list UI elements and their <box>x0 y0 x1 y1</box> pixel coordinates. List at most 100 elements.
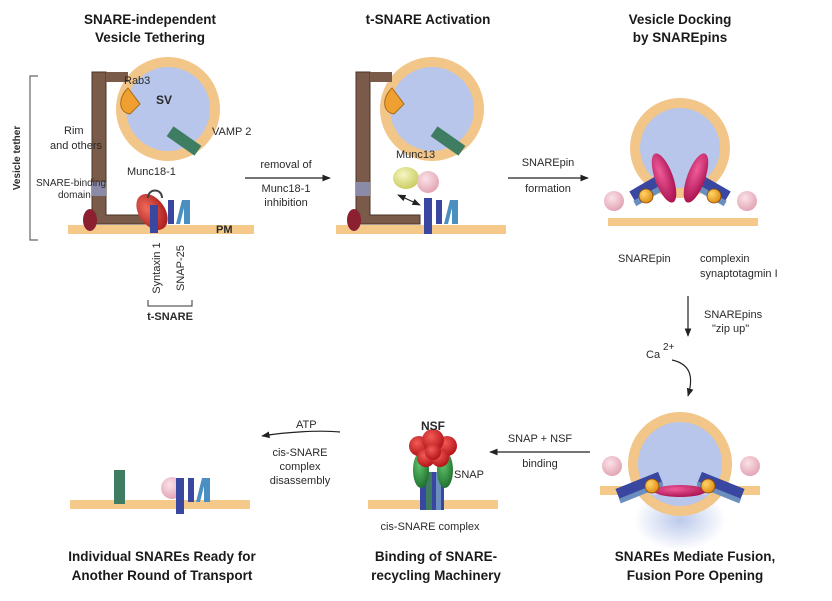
cis-snare-helix <box>436 472 441 510</box>
panel-title: recycling Machinery <box>371 568 501 583</box>
sv-label: SV <box>156 93 172 107</box>
arrow-label: disassembly <box>270 475 331 487</box>
nsf-subunit <box>425 444 441 460</box>
pink-protein <box>740 456 760 476</box>
snap25-helix <box>176 200 186 224</box>
arrow-label: removal of <box>260 159 312 171</box>
panel-title: by SNAREpins <box>633 30 728 45</box>
arrow-label: inhibition <box>264 197 307 209</box>
panel-title: t-SNARE Activation <box>366 12 491 27</box>
vamp2-protein <box>166 126 202 156</box>
nsf-label: NSF <box>421 419 445 433</box>
munc13-protein <box>393 167 419 189</box>
snap25-helix <box>196 478 206 502</box>
synaptotagmin-protein <box>651 153 677 203</box>
munc18-label: Munc18-1 <box>127 166 176 178</box>
complexin-protein <box>644 478 660 494</box>
panel-title: Fusion Pore Opening <box>627 568 764 583</box>
panel-fusion: SNAREs Mediate Fusion, Fusion Pore Openi… <box>600 412 775 583</box>
atp-label: ATP <box>296 419 317 431</box>
panel-ready: Individual SNAREs Ready for Another Roun… <box>68 470 257 583</box>
rab3-label: Rab3 <box>124 75 150 87</box>
rab3-protein <box>384 87 405 115</box>
panel-title: Vesicle Tethering <box>95 30 205 45</box>
panel-title: Individual SNAREs Ready for <box>68 549 256 564</box>
vesicle-lumen <box>390 67 474 151</box>
panel-docking: Vesicle Docking by SNAREpins SNAREpin co… <box>604 12 778 280</box>
vesicle-lumen <box>640 108 720 188</box>
panel-tethering: SNARE-independent Vesicle Tethering SV V… <box>12 12 254 323</box>
arrow-calcium <box>671 359 694 397</box>
arrow-label: formation <box>525 183 571 195</box>
arrow-label: complex <box>280 461 321 473</box>
plasma-membrane <box>336 225 506 234</box>
vamp-protein <box>114 470 125 504</box>
arrow-label: Munc18-1 <box>262 183 311 195</box>
rim-label: and others <box>50 140 102 152</box>
syntaxin-protein <box>176 478 184 514</box>
arrow-label: SNAREpin <box>522 157 575 169</box>
synaptotagmin-protein <box>683 153 709 203</box>
cis-snare-label: cis-SNARE complex <box>380 521 480 533</box>
snap-label: SNAP <box>454 469 484 481</box>
interaction-arrow <box>397 194 421 206</box>
snarepin-label: SNAREpin <box>618 253 671 265</box>
pink-protein <box>737 191 757 211</box>
munc13-label: Munc13 <box>396 149 435 161</box>
arrow-disassembly <box>261 430 341 439</box>
panel-activation: t-SNARE Activation Munc13 <box>336 12 506 234</box>
membrane-protein <box>83 209 97 231</box>
arrow-label: "zip up" <box>712 323 749 335</box>
synaptotagmin-label: synaptotagmin I <box>700 268 778 280</box>
calcium-superscript: 2+ <box>663 342 675 353</box>
arrow-label: cis-SNARE <box>272 447 327 459</box>
syntaxin-protein <box>150 205 158 233</box>
membrane-protein <box>347 209 361 231</box>
synaptotagmin-protein <box>654 485 706 497</box>
panel-title: SNARE-independent <box>84 12 217 27</box>
plasma-membrane <box>608 218 758 226</box>
snap25-helix <box>444 200 454 224</box>
complexin-protein <box>706 188 722 204</box>
panel-title: Vesicle Docking <box>629 12 732 27</box>
syntaxin-label: Syntaxin 1 <box>151 242 163 293</box>
calcium-label: Ca <box>646 349 661 361</box>
tsnare-label: t-SNARE <box>147 311 193 323</box>
vesicle-tether-label: Vesicle tether <box>12 126 23 191</box>
snare-binding-domain <box>92 182 106 196</box>
snap25-helix <box>184 200 190 224</box>
rab3-protein <box>120 87 141 115</box>
pm-label: PM <box>216 224 233 236</box>
cis-snare-helix <box>426 472 432 510</box>
snap25-helix <box>436 200 442 224</box>
snare-binding-domain <box>356 182 370 196</box>
vamp2-label: VAMP 2 <box>212 126 251 138</box>
plasma-membrane <box>70 500 250 509</box>
pink-protein <box>417 171 439 193</box>
complexin-protein <box>700 478 716 494</box>
tsnare-bracket <box>147 300 193 307</box>
snare-binding-label: SNARE-binding <box>36 178 106 189</box>
snare-binding-label: domain <box>58 190 91 201</box>
tether-arm <box>106 72 128 82</box>
panel-recycling: NSF SNAP cis-SNARE complex Binding of SN… <box>368 419 501 583</box>
panel-title: Another Round of Transport <box>72 568 253 583</box>
rim-label: Rim <box>64 125 84 137</box>
snap25-helix <box>204 478 210 502</box>
vamp2-protein <box>430 126 466 156</box>
arrow-label: SNAREpins <box>704 309 763 321</box>
syntaxin-hook <box>147 189 163 199</box>
snap25-helix <box>452 200 458 224</box>
pink-protein <box>602 456 622 476</box>
panel-title: Binding of SNARE- <box>375 549 497 564</box>
snap25-helix <box>188 478 194 502</box>
vesicle-lumen <box>126 67 210 151</box>
panel-title: SNAREs Mediate Fusion, <box>615 549 776 564</box>
pink-protein <box>604 191 624 211</box>
syntaxin-protein <box>424 198 432 234</box>
arrow-label: SNAP + NSF <box>508 433 573 445</box>
nsf-subunit <box>422 429 444 451</box>
snap25-helix <box>168 200 174 224</box>
tether-bracket <box>29 75 38 241</box>
